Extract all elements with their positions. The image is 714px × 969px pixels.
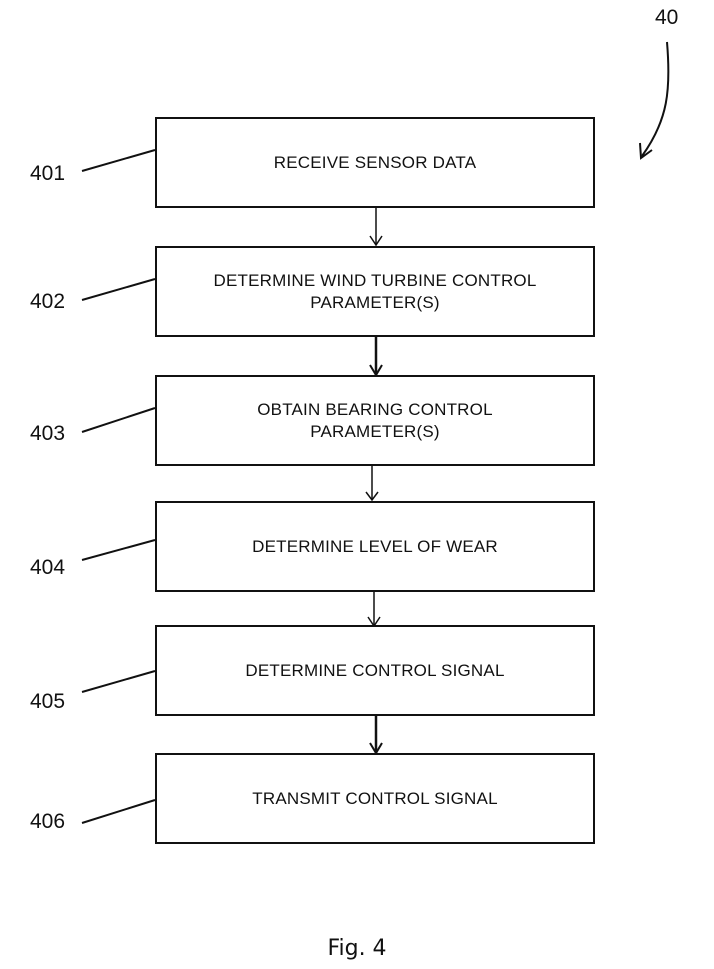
- leader-line-402: [82, 279, 155, 300]
- figure-reference-number: 40: [655, 6, 678, 30]
- flow-arrow-402-403: [370, 337, 382, 375]
- leader-line-405: [82, 671, 155, 692]
- step-ref-406: 406: [30, 810, 65, 834]
- step-label: TRANSMIT CONTROL SIGNAL: [252, 788, 497, 810]
- figure-reference-arrow: [642, 42, 668, 156]
- step-label: DETERMINE CONTROL SIGNAL: [245, 660, 504, 682]
- step-ref-404: 404: [30, 556, 65, 580]
- flow-arrow-404-405: [368, 592, 380, 626]
- figure-caption: Fig. 4: [0, 936, 714, 961]
- step-box-determine-wind-turbine-control-parameters: DETERMINE WIND TURBINE CONTROL PARAMETER…: [155, 246, 595, 337]
- leader-line-406: [82, 800, 155, 823]
- step-ref-403: 403: [30, 422, 65, 446]
- flow-arrow-405-406: [370, 716, 382, 753]
- step-ref-405: 405: [30, 690, 65, 714]
- step-box-receive-sensor-data: RECEIVE SENSOR DATA: [155, 117, 595, 208]
- step-box-obtain-bearing-control-parameters: OBTAIN BEARING CONTROL PARAMETER(S): [155, 375, 595, 466]
- leader-line-404: [82, 540, 155, 560]
- step-box-determine-level-of-wear: DETERMINE LEVEL OF WEAR: [155, 501, 595, 592]
- step-ref-402: 402: [30, 290, 65, 314]
- leader-line-403: [82, 408, 155, 432]
- step-label: RECEIVE SENSOR DATA: [274, 152, 477, 174]
- step-label: DETERMINE WIND TURBINE CONTROL PARAMETER…: [213, 270, 536, 314]
- leader-line-401: [82, 150, 155, 171]
- step-ref-401: 401: [30, 162, 65, 186]
- flow-arrow-403-404: [366, 466, 378, 500]
- step-label: OBTAIN BEARING CONTROL PARAMETER(S): [257, 399, 493, 443]
- step-label: DETERMINE LEVEL OF WEAR: [252, 536, 498, 558]
- step-box-transmit-control-signal: TRANSMIT CONTROL SIGNAL: [155, 753, 595, 844]
- step-box-determine-control-signal: DETERMINE CONTROL SIGNAL: [155, 625, 595, 716]
- flow-arrow-401-402: [370, 208, 382, 245]
